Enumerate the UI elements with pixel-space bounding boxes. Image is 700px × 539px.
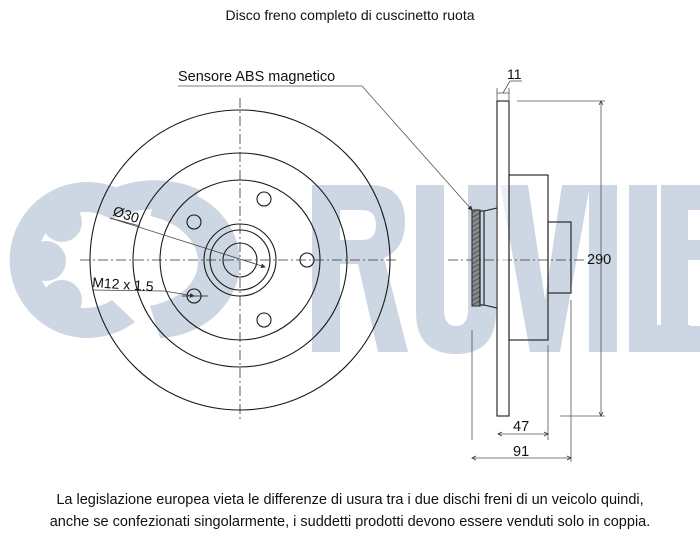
ruville-wordmark-tail [661, 185, 700, 352]
hat-outer [159, 179, 321, 341]
disc-plate-section [496, 100, 510, 417]
dim-hub-height: 47 [513, 419, 529, 435]
legal-notice: La legislazione europea vieta le differe… [0, 489, 700, 533]
bolt-hole [186, 214, 202, 230]
center-bore [222, 242, 258, 278]
drawing-title: Disco freno completo di cuscinetto ruota [225, 7, 475, 23]
legal-notice-line-2: anche se confezionati singolarmente, i s… [49, 514, 651, 530]
thread-dimension-leader: M12 x 1.5 [92, 274, 195, 298]
disc-side-view [448, 100, 585, 417]
bore-dimension-leader: Ø30 [109, 203, 266, 269]
hub-ring-inner [209, 229, 271, 291]
technical-drawing: Ø30 M12 x 1.5 Sensore ABS magnetico [9, 66, 700, 462]
disc-outer-edge [89, 109, 391, 411]
sensor-label: Sensore ABS magnetico [178, 69, 335, 85]
side-view-dimensions [471, 80, 605, 462]
abs-sensor-ring [471, 209, 481, 307]
dim-diameter: 290 [587, 252, 611, 268]
hub-ring-outer [203, 223, 277, 297]
dim-total-height: 91 [513, 444, 529, 460]
hub-section [547, 221, 572, 294]
bore-label: Ø30 [111, 203, 141, 226]
braking-ring-inner [132, 152, 348, 368]
bolt-hole [256, 312, 272, 328]
dim-disc-thickness: 11 [507, 66, 522, 82]
legal-notice-line-1: La legislazione europea vieta le differe… [56, 492, 644, 508]
bolt-hole [256, 191, 272, 207]
bolt-hole [299, 252, 315, 268]
dimension-labels: 11 290 47 91 [507, 66, 611, 460]
sensor-leader: Sensore ABS magnetico [178, 69, 473, 211]
disc-front-view [80, 98, 398, 422]
ruville-bearing-logo-icon [9, 180, 240, 339]
thread-label: M12 x 1.5 [92, 274, 155, 294]
